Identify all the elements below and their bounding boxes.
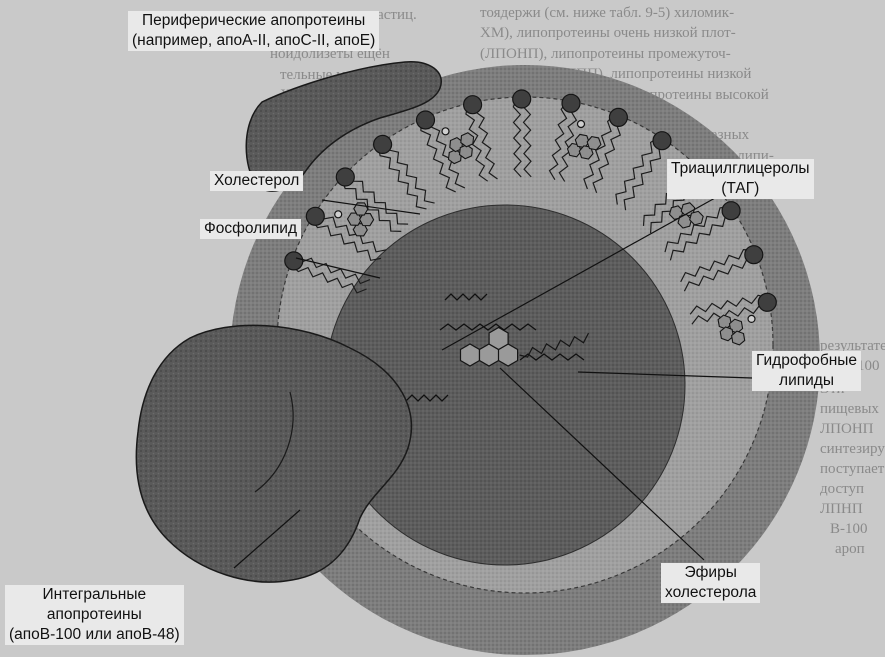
label-integral-line1: Интегральные [42, 586, 147, 603]
cholesterol-molecule [668, 202, 704, 229]
phospholipid-tail [420, 121, 456, 193]
background-text-line: ХМ), липопротеины очень низкой плот- [480, 25, 736, 42]
phospholipid-tail [522, 98, 532, 178]
label-cholesterol: Холестерол [210, 171, 304, 191]
cholesterol-molecule [447, 132, 475, 165]
cholesterol-hydroxyl [334, 210, 343, 219]
cholesterol-ester-ring [488, 326, 509, 351]
cholesterol-molecule [717, 314, 746, 346]
phospholipid-head [305, 206, 325, 226]
phospholipid-head [512, 89, 532, 109]
leader-lines [233, 197, 753, 569]
label-phospholipid: Фосфолипид [200, 219, 301, 239]
cholesterol-ring [689, 210, 704, 226]
cholesterol-ester-molecule [459, 326, 590, 367]
phospholipid-head [757, 292, 777, 312]
phospholipid-head [463, 95, 483, 115]
phospholipid-head [335, 167, 355, 187]
cholesterol-ring [677, 213, 693, 229]
phospholipid-tail [312, 220, 382, 261]
cholesterol-ring [460, 132, 475, 148]
cholesterol-ring [458, 144, 473, 160]
cholesterol-ring [586, 136, 602, 151]
background-text-line: ЛПНП [820, 501, 863, 517]
label-integral-apoproteins: Интегральные апопротеины (апоВ-100 или а… [5, 585, 184, 645]
background-text-line: синтезируется [820, 441, 885, 457]
phospholipid-tail [691, 304, 769, 325]
phospholipid-tail [317, 211, 387, 253]
cholesterol-molecule [566, 133, 602, 160]
label-peripheral-line2: (например, апоА-II, апоС-II, апоЕ) [132, 32, 376, 49]
label-peripheral-line1: Периферические апопротеины [141, 12, 366, 29]
label-tag-line2: (ТАГ) [721, 180, 760, 197]
phospholipid-head [608, 107, 629, 128]
phospholipid-head [561, 93, 581, 113]
phospholipid-tail [689, 294, 767, 315]
integral-apoprotein [135, 324, 413, 583]
cholesterol-hydroxyl [441, 127, 450, 136]
phospholipid-tails [291, 98, 769, 325]
label-esters-line1: Эфиры [684, 564, 737, 581]
phospholipid-tail [683, 258, 756, 292]
background-text-line: ЛПОНП [820, 421, 874, 437]
background-text-line: ароп [835, 541, 865, 557]
phospholipid-head [373, 134, 393, 154]
cholesterol-molecules [346, 132, 746, 346]
cholesterol-ring [358, 212, 375, 227]
phospholipid-tail [348, 173, 409, 225]
background-text-line: пищевых [820, 401, 879, 417]
cholesterol-ester-ring [459, 343, 481, 367]
phospholipid-tail [512, 98, 522, 178]
label-hydrophobic-line2: липиды [779, 372, 834, 389]
cholesterol-ring [719, 326, 735, 342]
phospholipid-tail [592, 118, 624, 193]
background-text-line: (ЛПОНП), липопротеины промежуточ- [480, 45, 731, 62]
phospholipid-tail [680, 248, 753, 283]
phospholipid-head [744, 245, 764, 265]
background-text-line: результате [820, 338, 885, 354]
label-hydrophobic-lipids: Гидрофобные липиды [752, 351, 862, 391]
label-cholesterol-esters: Эфиры холестерола [661, 563, 761, 603]
phospholipid-tail [548, 102, 568, 181]
phospholipid-tail [558, 103, 578, 182]
phospholipid-heads [284, 89, 777, 323]
label-integral-line3: (апоВ-100 или апоВ-48) [9, 626, 180, 643]
cholesterol-hydroxyl [576, 119, 586, 129]
label-integral-line2: апопротеины [46, 606, 142, 623]
phospholipid-tail [615, 137, 659, 205]
phospholipid-head [415, 110, 436, 130]
label-phospholipid-text: Фосфолипид [204, 220, 297, 237]
phospholipid-head [284, 251, 304, 271]
phospholipid-tail [583, 115, 615, 190]
phospholipid-tail [295, 255, 371, 285]
phospholipid-tail [291, 265, 367, 294]
cholesterol-ester-chain [519, 332, 590, 358]
label-cholesterol-text: Холестерол [214, 172, 300, 189]
label-peripheral-apoproteins: Периферические апопротеины (например, ап… [128, 11, 380, 51]
phospholipid-head [652, 131, 672, 151]
label-hydrophobic-line1: Гидрофобные [756, 352, 858, 369]
cholesterol-ring [578, 145, 594, 160]
background-text-line: поступает [820, 461, 885, 477]
phospholipid-head [721, 201, 741, 221]
cholesterol-ring [731, 330, 746, 346]
phospholipid-tail [377, 147, 427, 210]
label-triacylglycerols: Триацилглицеролы (ТАГ) [667, 159, 814, 199]
phospholipid-tail [664, 206, 729, 253]
label-tag-line1: Триацилглицеролы [671, 160, 810, 177]
phospholipid-tail [386, 141, 435, 204]
background-text-line: доступ [820, 481, 865, 497]
background-text-line: тоядержи (см. ниже табл. 9-5) хиломик- [480, 5, 735, 21]
cholesterol-molecule [346, 202, 375, 237]
phospholipid-tail [669, 214, 734, 261]
tag-molecule [399, 293, 585, 402]
phospholipid-tail [465, 105, 489, 182]
background-text-line: В-100 [830, 521, 868, 537]
label-esters-line2: холестерола [665, 584, 757, 601]
cholesterol-hydroxyl [747, 314, 756, 323]
phospholipid-tail [475, 103, 498, 180]
phospholipid-tail [429, 118, 466, 189]
phospholipid-tail [623, 142, 667, 211]
